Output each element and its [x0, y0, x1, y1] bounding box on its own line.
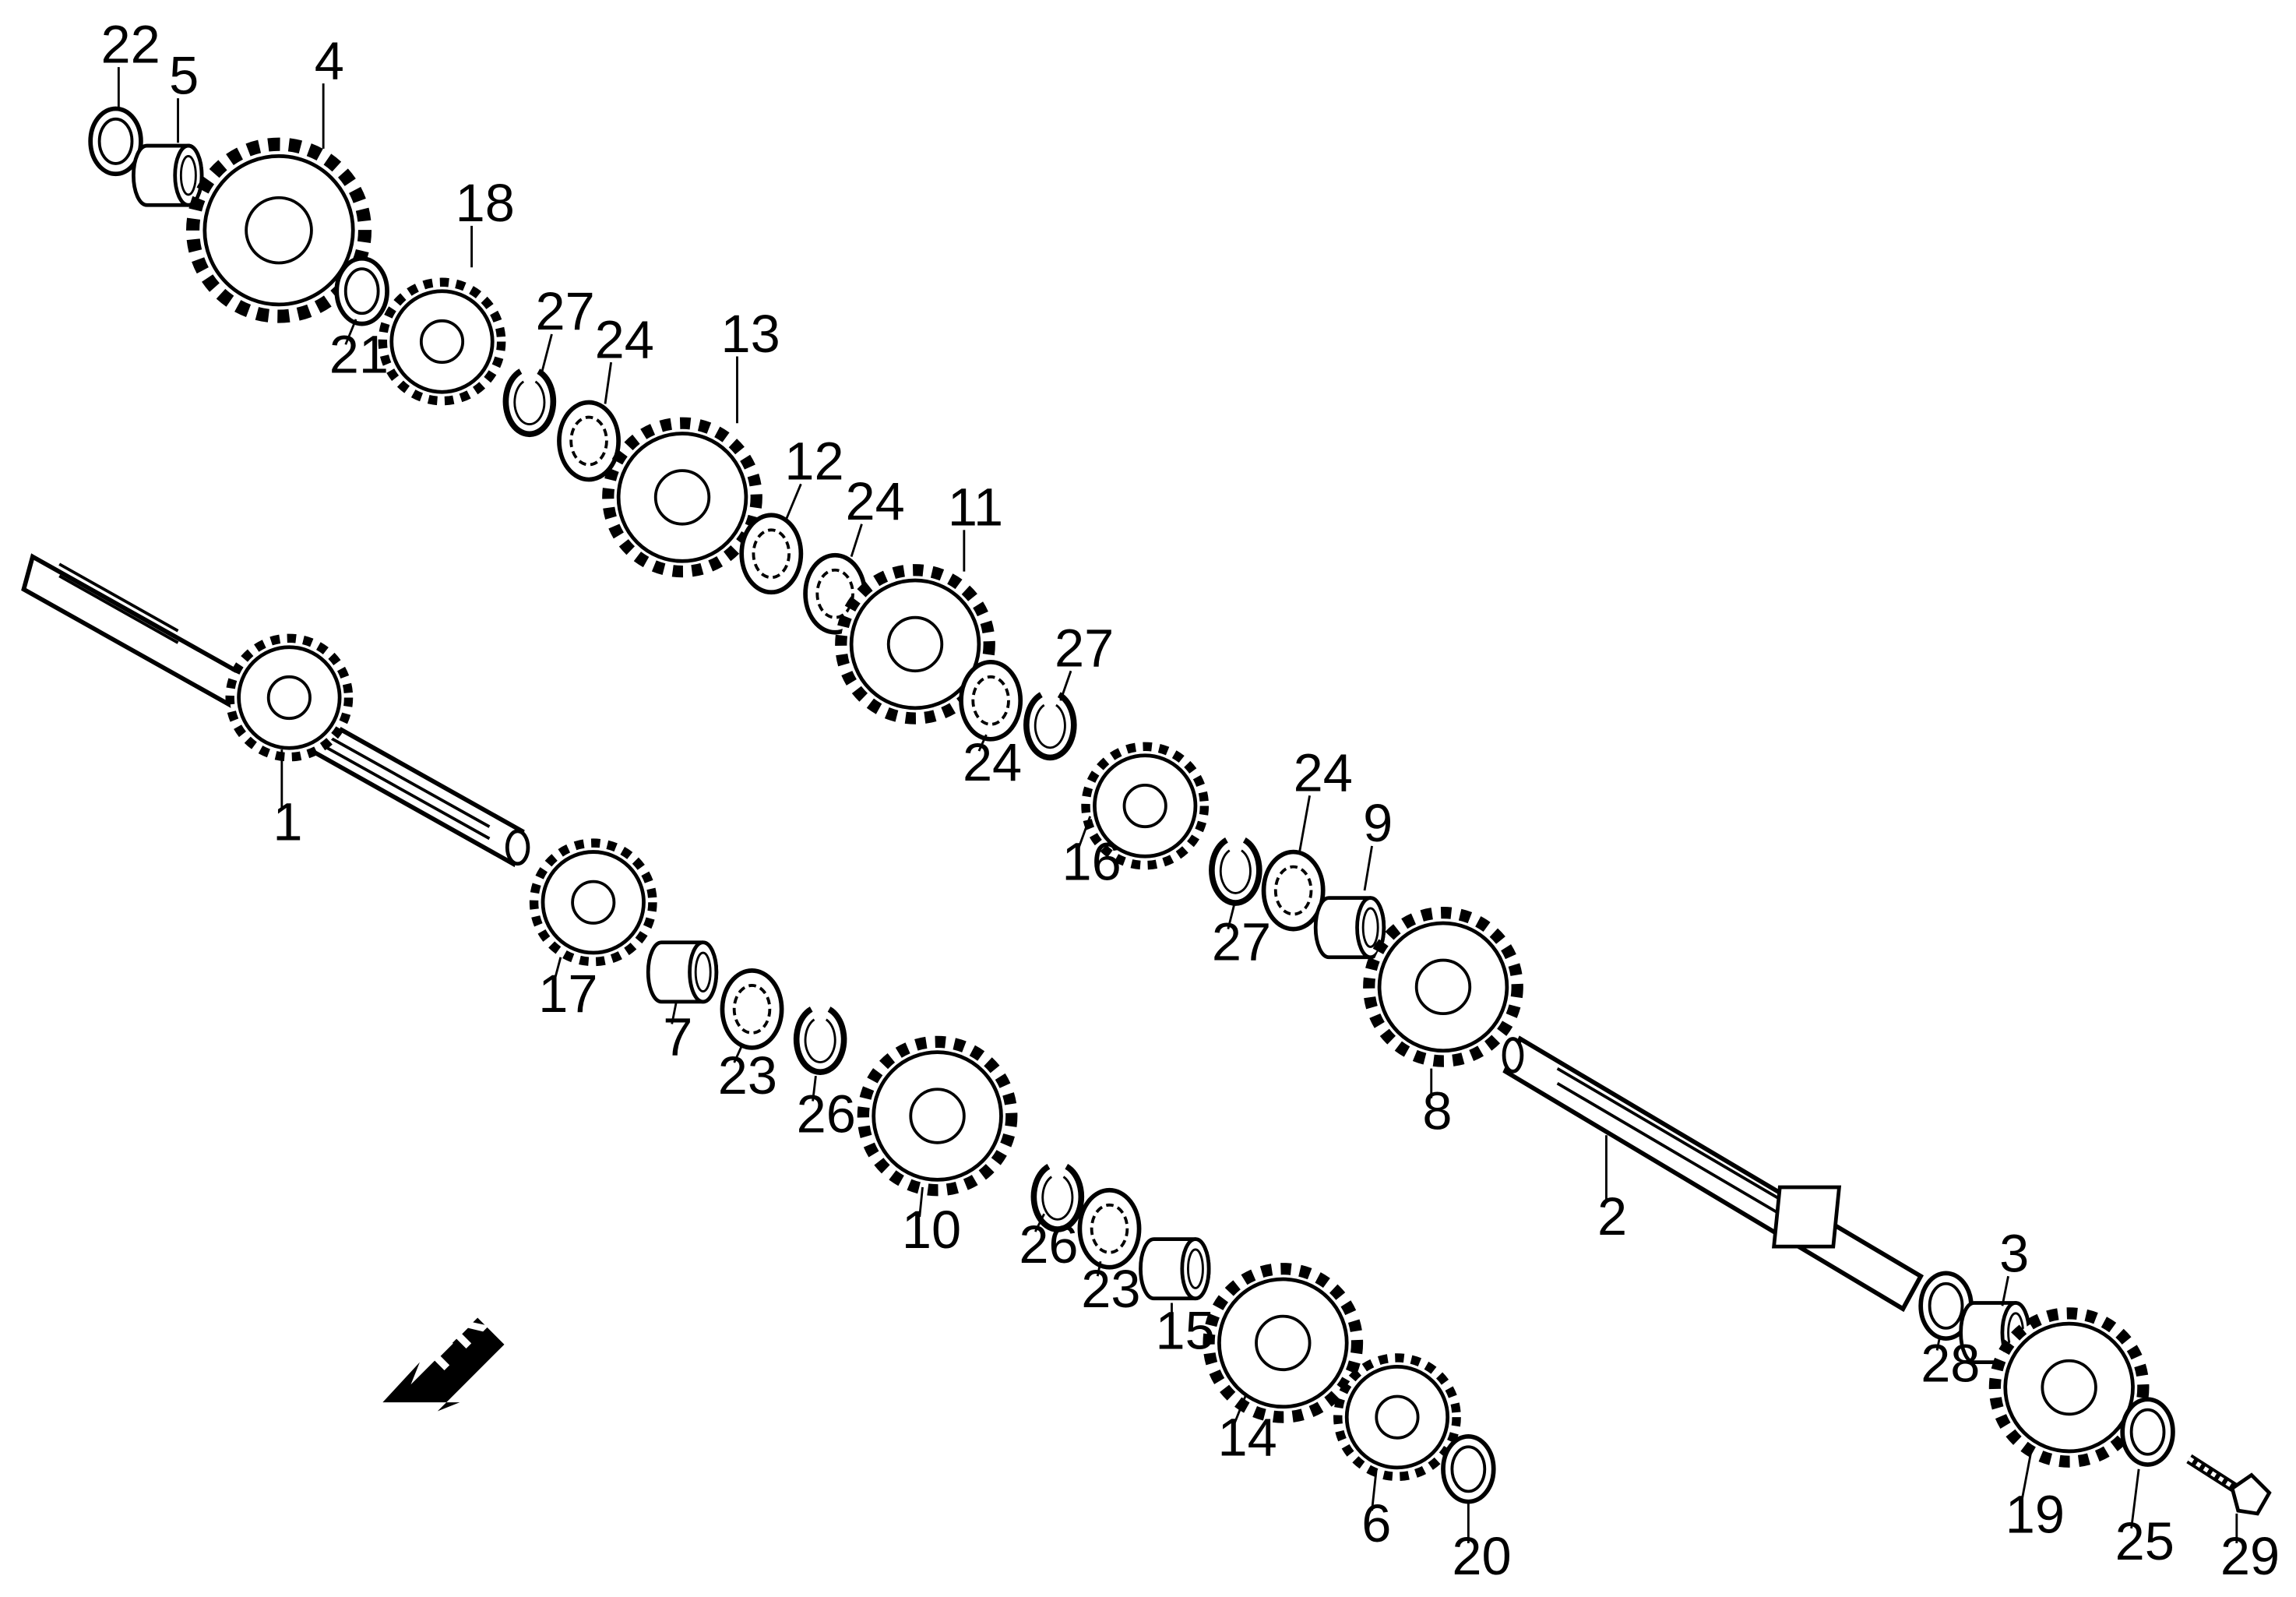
callout-14: 14: [1218, 1408, 1277, 1468]
spline-washer-part-24a: [559, 403, 618, 480]
callout-18: 18: [456, 173, 515, 233]
spline-washer-part-23b: [1079, 1190, 1139, 1267]
leader-lines: [117, 67, 2238, 1544]
callout-24: 24: [963, 732, 1022, 792]
callout-28: 28: [1921, 1333, 1980, 1393]
callout-20: 20: [1452, 1526, 1511, 1586]
callout-3: 3: [1999, 1224, 2029, 1284]
gear-part-14: [1209, 1269, 1357, 1417]
callout-15: 15: [1156, 1301, 1215, 1361]
callout-26: 26: [1019, 1214, 1078, 1274]
mainshaft-part-1: [21, 553, 530, 868]
callout-24: 24: [846, 471, 905, 531]
gear-part-10: [863, 1042, 1011, 1190]
gear-part-8: [1369, 913, 1517, 1061]
callout-4: 4: [315, 30, 344, 90]
callout-5: 5: [169, 45, 199, 105]
front-direction-label: FR.: [410, 1283, 507, 1380]
circlip-part-27a: [505, 372, 553, 435]
gear-part-18: [382, 282, 501, 400]
spline-washer-part-23a: [722, 971, 781, 1048]
callout-labels: 22 5 4 18 27 24 21 13 12 24 11 27 24 1 1…: [100, 14, 2280, 1586]
circlip-part-27c: [1212, 840, 1259, 903]
callout-24: 24: [595, 309, 654, 369]
washer-part-21: [336, 259, 387, 324]
washer-part-20: [1443, 1437, 1494, 1502]
callout-24: 24: [1294, 742, 1353, 802]
gear-part-6: [1338, 1358, 1456, 1476]
callout-27: 27: [1212, 912, 1271, 972]
callout-13: 13: [721, 304, 780, 364]
callout-19: 19: [2005, 1485, 2065, 1545]
callout-23: 23: [718, 1045, 777, 1105]
countershaft-part-2: [1502, 1035, 1924, 1313]
callout-7: 7: [663, 1006, 692, 1066]
callout-9: 9: [1363, 793, 1393, 853]
callout-27: 27: [535, 281, 594, 341]
front-direction-arrow: FR.: [382, 1283, 507, 1412]
callout-10: 10: [902, 1200, 961, 1260]
washer-part-25: [2122, 1399, 2173, 1465]
bushing-part-15: [1140, 1239, 1209, 1299]
callout-2: 2: [1597, 1186, 1627, 1246]
gear-part-17: [534, 843, 653, 961]
callout-21: 21: [329, 324, 389, 384]
bushing-part-5: [133, 146, 202, 205]
spline-washer-part-24c: [961, 662, 1020, 739]
gear-part-13: [608, 423, 756, 571]
callout-6: 6: [1361, 1493, 1391, 1553]
callout-16: 16: [1062, 832, 1122, 892]
callout-29: 29: [2220, 1526, 2280, 1586]
callout-11: 11: [948, 478, 1003, 538]
spline-washer-part-24d: [1264, 852, 1323, 929]
callout-26: 26: [797, 1084, 856, 1144]
callout-27: 27: [1055, 619, 1114, 679]
callout-22: 22: [100, 14, 160, 74]
circlip-part-27b: [1027, 695, 1074, 758]
callout-17: 17: [538, 964, 597, 1024]
callout-12: 12: [784, 432, 843, 492]
callout-8: 8: [1422, 1081, 1452, 1141]
bolt-part-29: [2186, 1454, 2272, 1516]
circlip-part-26a: [797, 1009, 844, 1072]
spline-washer-part-12: [741, 515, 801, 592]
callout-25: 25: [2115, 1511, 2175, 1571]
callout-23: 23: [1081, 1259, 1140, 1319]
bushing-part-7: [648, 943, 717, 1002]
callout-1: 1: [273, 791, 302, 851]
